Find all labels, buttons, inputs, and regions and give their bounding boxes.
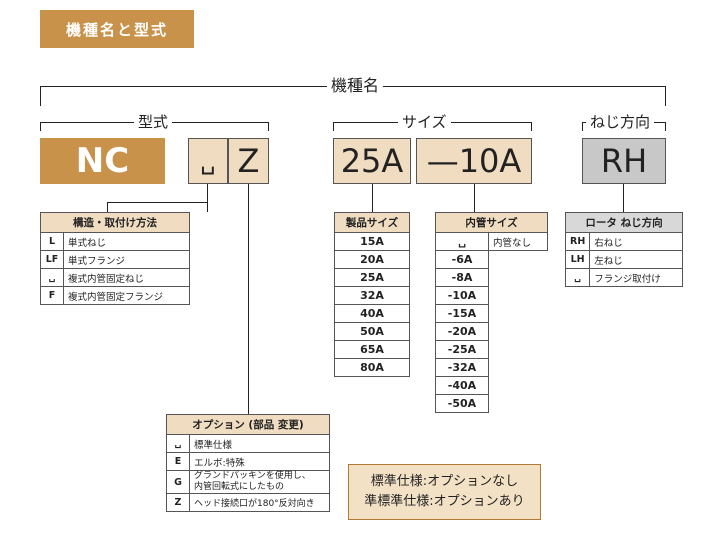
bracket-tick: [333, 122, 334, 131]
structure-table-title: 構造・取付け方法: [40, 212, 190, 233]
list-item: -8A: [435, 268, 489, 287]
list-item: 32A: [334, 286, 410, 305]
connector-rotor: [623, 184, 624, 212]
row-key: ␣: [564, 268, 591, 287]
list-item: -10A: [435, 286, 489, 305]
option-table-title: オプション (部品 変更): [166, 414, 330, 435]
bracket-tick: [582, 122, 583, 131]
row-value: 左ねじ: [589, 250, 683, 269]
list-item: 20A: [334, 250, 410, 269]
row-key: F: [40, 286, 64, 305]
row-value: 単式フランジ: [63, 250, 190, 269]
row-key: ␣: [435, 232, 489, 251]
list-item: -20A: [435, 322, 489, 341]
code-blank: ␣: [188, 138, 228, 184]
list-item: 65A: [334, 340, 410, 359]
list-item: 40A: [334, 304, 410, 323]
row-value: グランドパッキンを使用し、 内管回転式にしたもの: [189, 470, 330, 494]
row-key: LF: [40, 250, 64, 269]
connector-size: [372, 184, 373, 212]
row-value: エルボ:特殊: [189, 452, 330, 471]
type-label: 型式: [134, 113, 173, 131]
row-value-line2: 内管回転式にしたもの: [194, 482, 285, 492]
row-value: 内管なし: [488, 232, 548, 251]
row-value: 右ねじ: [589, 232, 683, 251]
row-value: 複式内管固定ねじ: [63, 268, 190, 287]
code-rh: RH: [582, 138, 666, 184]
connector-structure-v: [107, 202, 108, 212]
list-item: -50A: [435, 394, 489, 413]
row-value: 標準仕様: [189, 434, 330, 453]
code-inner: —10A: [416, 138, 532, 184]
bracket-tick: [665, 86, 666, 106]
row-key: RH: [564, 232, 591, 251]
connector-structure-h: [107, 202, 208, 203]
table-row: G グランドパッキンを使用し、 内管回転式にしたもの: [166, 470, 330, 494]
row-value: 複式内管固定フランジ: [63, 286, 190, 305]
model-name-label: 機種名: [327, 77, 384, 95]
bracket-tick: [531, 122, 532, 131]
list-item: -25A: [435, 340, 489, 359]
row-key: L: [40, 232, 64, 251]
row-key: ␣: [40, 268, 64, 287]
row-key: ␣: [166, 434, 190, 453]
bracket-tick: [40, 122, 41, 131]
code-size: 25A: [333, 138, 411, 184]
bracket-tick: [268, 122, 269, 131]
inner-size-table: 内管サイズ ␣ 内管なし -6A -8A -10A -15A -20A -25A…: [435, 212, 548, 413]
bracket-tick: [40, 86, 41, 106]
connector-structure: [207, 184, 208, 212]
list-item: 25A: [334, 268, 410, 287]
list-item: -6A: [435, 250, 489, 269]
list-item: -15A: [435, 304, 489, 323]
row-value-line1: グランドパッキンを使用し、: [194, 471, 311, 481]
inner-size-title: 内管サイズ: [435, 212, 548, 233]
product-size-table: 製品サイズ 15A 20A 25A 32A 40A 50A 65A 80A: [334, 212, 410, 377]
row-key: LH: [564, 250, 591, 269]
row-key: E: [166, 452, 190, 471]
list-item: 80A: [334, 358, 410, 377]
row-value: ヘッド接続口が180°反対向き: [189, 493, 330, 512]
list-item: -40A: [435, 376, 489, 395]
list-item: -32A: [435, 358, 489, 377]
section-title: 機種名と型式: [40, 10, 194, 48]
product-size-title: 製品サイズ: [334, 212, 410, 233]
note-line-standard: 標準仕様:オプションなし: [370, 474, 519, 489]
note-line-semi-standard: 準標準仕様:オプションあり: [364, 494, 525, 509]
table-row: ␣標準仕様: [166, 434, 330, 453]
code-z: Z: [228, 138, 269, 184]
thread-label: ねじ方向: [586, 113, 655, 131]
table-row: ␣複式内管固定ねじ: [40, 268, 190, 287]
row-value: 単式ねじ: [63, 232, 190, 251]
row-value: フランジ取付け: [589, 268, 683, 287]
row-key: G: [166, 470, 190, 494]
connector-inner: [474, 184, 475, 212]
table-row: ␣ 内管なし: [435, 232, 548, 251]
size-label: サイズ: [398, 113, 451, 131]
list-item: 15A: [334, 232, 410, 251]
row-key: Z: [166, 493, 190, 512]
connector-option: [248, 184, 249, 414]
table-row: ␣フランジ取付け: [564, 268, 683, 287]
bracket-tick: [665, 122, 666, 131]
code-nc: NC: [40, 138, 165, 184]
spec-note: 標準仕様:オプションなし 準標準仕様:オプションあり: [348, 464, 541, 520]
list-item: 50A: [334, 322, 410, 341]
rotor-table-title: ロータ ねじ方向: [565, 212, 683, 233]
